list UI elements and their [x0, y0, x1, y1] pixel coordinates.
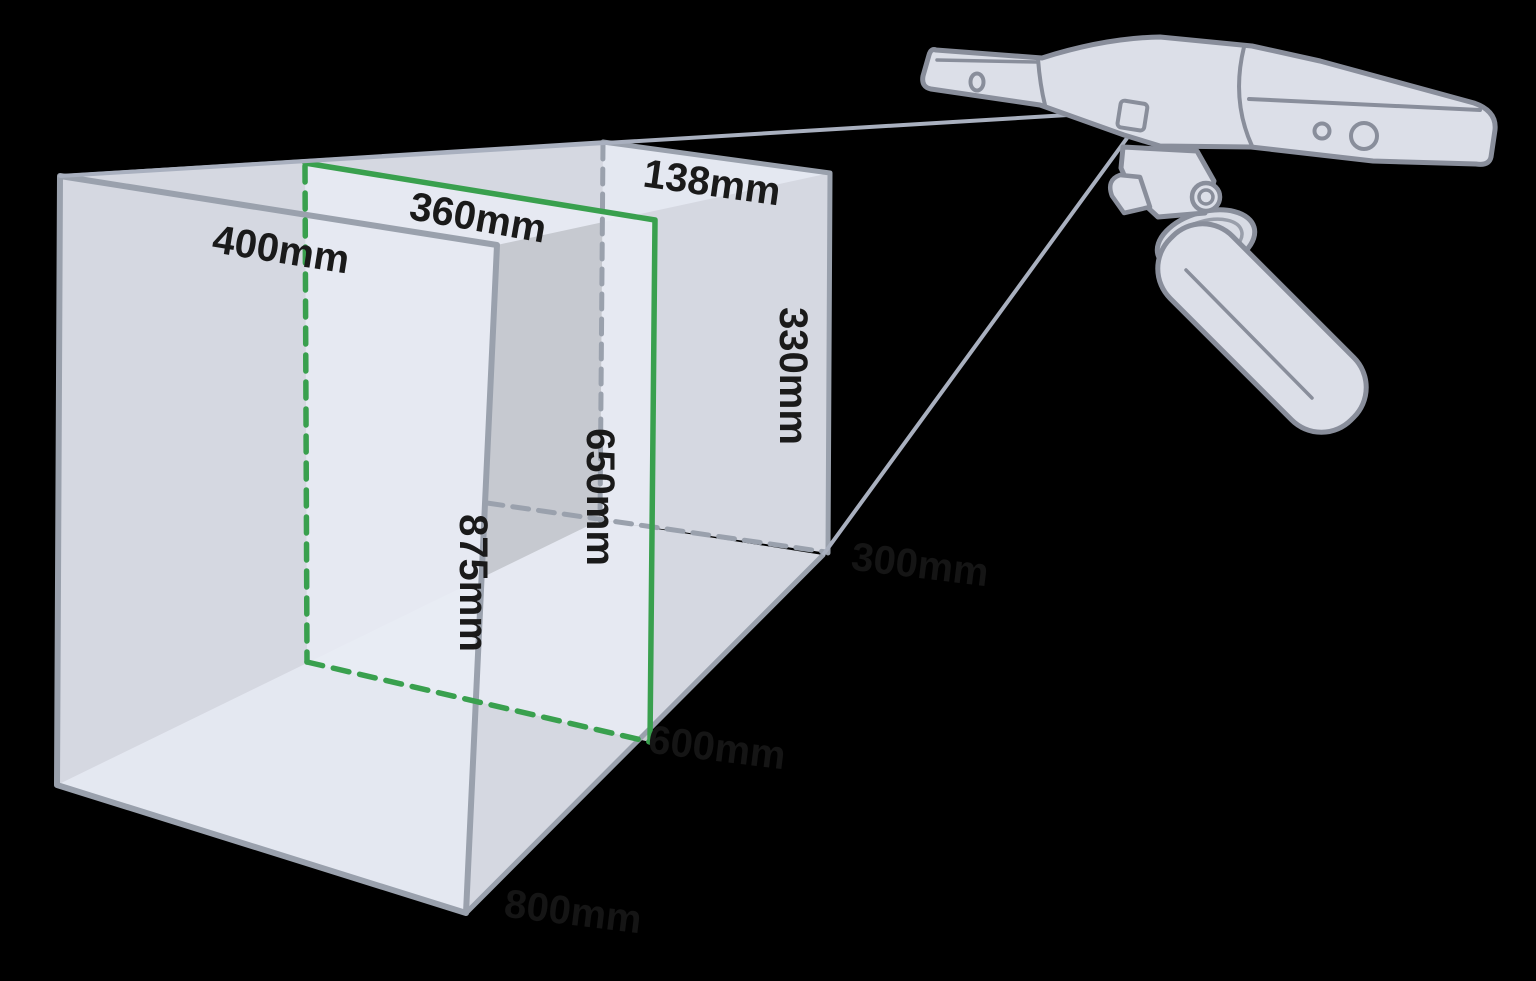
frustum-box: [57, 142, 830, 913]
scanner-left-camera-lens: [968, 71, 986, 93]
sight-lines: [59, 110, 1132, 557]
scanner-clamp-knob: [1189, 180, 1223, 214]
far-plane-distance-label: 800mm: [502, 882, 644, 942]
near-plane-height-label: 330mm: [771, 307, 815, 445]
frustum-edges: [54, 139, 833, 916]
scanner-grip-handle: [1155, 221, 1369, 435]
near-plane-distance-label: 300mm: [849, 535, 991, 595]
near-plane-hidden-left-edge: [597, 141, 606, 523]
scanner-mount-tab: [1108, 172, 1153, 216]
optimal-plane-solid-edges: [302, 160, 658, 745]
optimal-plane-distance-label: 600mm: [646, 718, 788, 778]
near-plane-hidden-bottom-edge: [484, 500, 829, 555]
sight-line-lower: [821, 132, 1132, 557]
optimal-plane: [305, 163, 655, 742]
optimal-plane-height-label: 650mm: [578, 428, 622, 566]
3d-scanner-illustration: [920, 34, 1498, 435]
scanner-right-large-lens: [1349, 121, 1379, 151]
scanner-projector-window: [1115, 98, 1150, 133]
sight-line-upper: [59, 110, 1119, 178]
bottom-face-edge: [463, 552, 826, 916]
optimal-plane-hidden-left-edge: [302, 163, 310, 665]
scanner-body: [920, 34, 1498, 167]
optimal-plane-hidden-bottom-edge: [304, 659, 653, 745]
far-plane-height-label: 875mm: [451, 514, 495, 652]
near-plane-solid-edges: [600, 139, 833, 556]
scanner-right-small-lens: [1312, 121, 1332, 141]
